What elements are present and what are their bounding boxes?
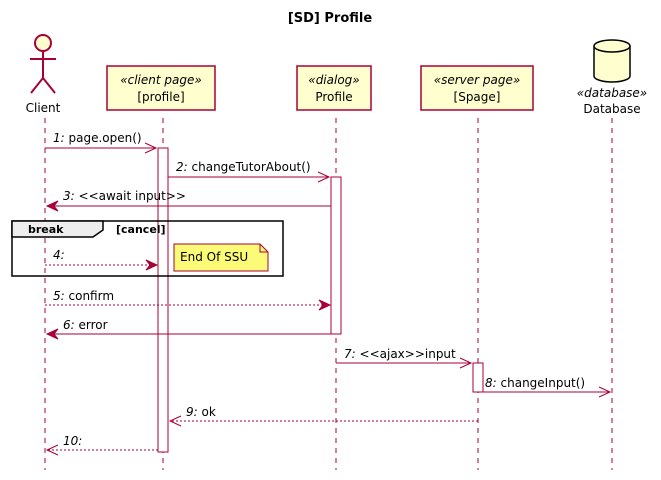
participant-stereotype: «client page» bbox=[120, 73, 202, 87]
participant-name: [Spage] bbox=[454, 90, 501, 104]
message-number: 8: bbox=[485, 376, 497, 390]
message-label: <<ajax>>input bbox=[360, 347, 457, 361]
message-2: 2: changeTutorAbout() bbox=[168, 160, 331, 183]
participant-spage: «server page» [Spage] bbox=[420, 65, 534, 111]
message-5: 5: confirm bbox=[45, 289, 332, 311]
message-number: 4: bbox=[53, 248, 65, 262]
participant-stereotype: «database» bbox=[577, 86, 647, 100]
database-icon bbox=[593, 39, 631, 83]
message-label: confirm bbox=[69, 289, 115, 303]
activation-dialog bbox=[330, 176, 342, 335]
svg-text:1: page.open(): 1: page.open() bbox=[53, 131, 142, 145]
svg-text:8: changeInput(): 8: changeInput() bbox=[485, 376, 585, 390]
message-number: 10: bbox=[63, 434, 82, 448]
participant-profile-page: «client page» [profile] bbox=[106, 65, 216, 111]
svg-text:9: ok: 9: ok bbox=[186, 405, 216, 419]
open-arrowhead bbox=[144, 142, 158, 154]
svg-text:4:: 4: bbox=[53, 248, 65, 262]
note-text: End Of SSU bbox=[180, 250, 248, 264]
open-arrowhead bbox=[317, 171, 331, 183]
participant-name: Database bbox=[583, 102, 640, 116]
svg-text:5: confirm: 5: confirm bbox=[53, 289, 114, 303]
svg-text:10:: 10: bbox=[63, 434, 82, 448]
activation-spage bbox=[472, 362, 484, 393]
participant-name: Profile bbox=[315, 90, 352, 104]
message-label: <<await input>> bbox=[79, 189, 186, 203]
svg-text:6: error: 6: error bbox=[63, 318, 108, 332]
message-6: 6: error bbox=[45, 318, 331, 340]
message-label: ok bbox=[202, 405, 216, 419]
message-4: 4: bbox=[45, 248, 159, 271]
open-arrowhead bbox=[459, 357, 473, 369]
filled-arrowhead bbox=[45, 200, 59, 212]
message-number: 7: bbox=[344, 347, 356, 361]
note-end-of-ssu: End Of SSU bbox=[173, 243, 269, 272]
open-arrowhead bbox=[598, 386, 612, 398]
message-label: changeTutorAbout() bbox=[192, 160, 311, 174]
participant-dialog: «dialog» Profile bbox=[296, 65, 372, 111]
svg-text:3: <<await input>>: 3: <<await input>> bbox=[63, 189, 186, 203]
actor-icon bbox=[30, 34, 56, 94]
break-fragment: break [cancel] bbox=[11, 220, 284, 277]
fragment-label-tab bbox=[11, 220, 104, 238]
filled-arrowhead bbox=[318, 299, 332, 311]
message-number: 9: bbox=[186, 405, 198, 419]
message-number: 2: bbox=[176, 160, 188, 174]
participant-box bbox=[420, 65, 534, 111]
participant-box bbox=[106, 65, 216, 111]
filled-arrowhead bbox=[145, 259, 159, 271]
message-number: 3: bbox=[63, 189, 75, 203]
participant-stereotype: «server page» bbox=[434, 73, 521, 87]
message-10: 10: bbox=[45, 434, 158, 456]
participant-database: «database» Database bbox=[577, 39, 647, 116]
svg-text:7: <<ajax>>input: 7: <<ajax>>input bbox=[344, 347, 456, 361]
message-9: 9: ok bbox=[168, 405, 478, 427]
message-number: 1: bbox=[53, 131, 65, 145]
message-number: 5: bbox=[53, 289, 65, 303]
participant-name: [profile] bbox=[137, 90, 184, 104]
message-7: 7: <<ajax>>input bbox=[336, 347, 473, 369]
message-label: error bbox=[79, 318, 108, 332]
participant-box bbox=[296, 65, 372, 111]
fragment-guard: [cancel] bbox=[116, 223, 166, 236]
participant-client-name: Client bbox=[26, 101, 61, 115]
participant-stereotype: «dialog» bbox=[308, 73, 359, 87]
fragment-keyword: break bbox=[28, 223, 64, 236]
open-arrowhead bbox=[168, 415, 182, 427]
message-3: 3: <<await input>> bbox=[45, 189, 331, 212]
open-arrowhead bbox=[45, 444, 59, 456]
participant-client: Client bbox=[26, 34, 61, 115]
message-label: changeInput() bbox=[501, 376, 586, 390]
message-number: 6: bbox=[63, 318, 75, 332]
diagram-title: [SD] Profile bbox=[288, 11, 373, 26]
activation-profile-page bbox=[157, 147, 169, 453]
filled-arrowhead bbox=[45, 328, 59, 340]
message-8: 8: changeInput() bbox=[483, 376, 612, 398]
fragment-frame bbox=[11, 220, 284, 277]
message-1: 1: page.open() bbox=[45, 131, 158, 154]
svg-text:2: changeTutorAbout(): 2: changeTutorAbout() bbox=[176, 160, 311, 174]
message-label: page.open() bbox=[69, 131, 142, 145]
